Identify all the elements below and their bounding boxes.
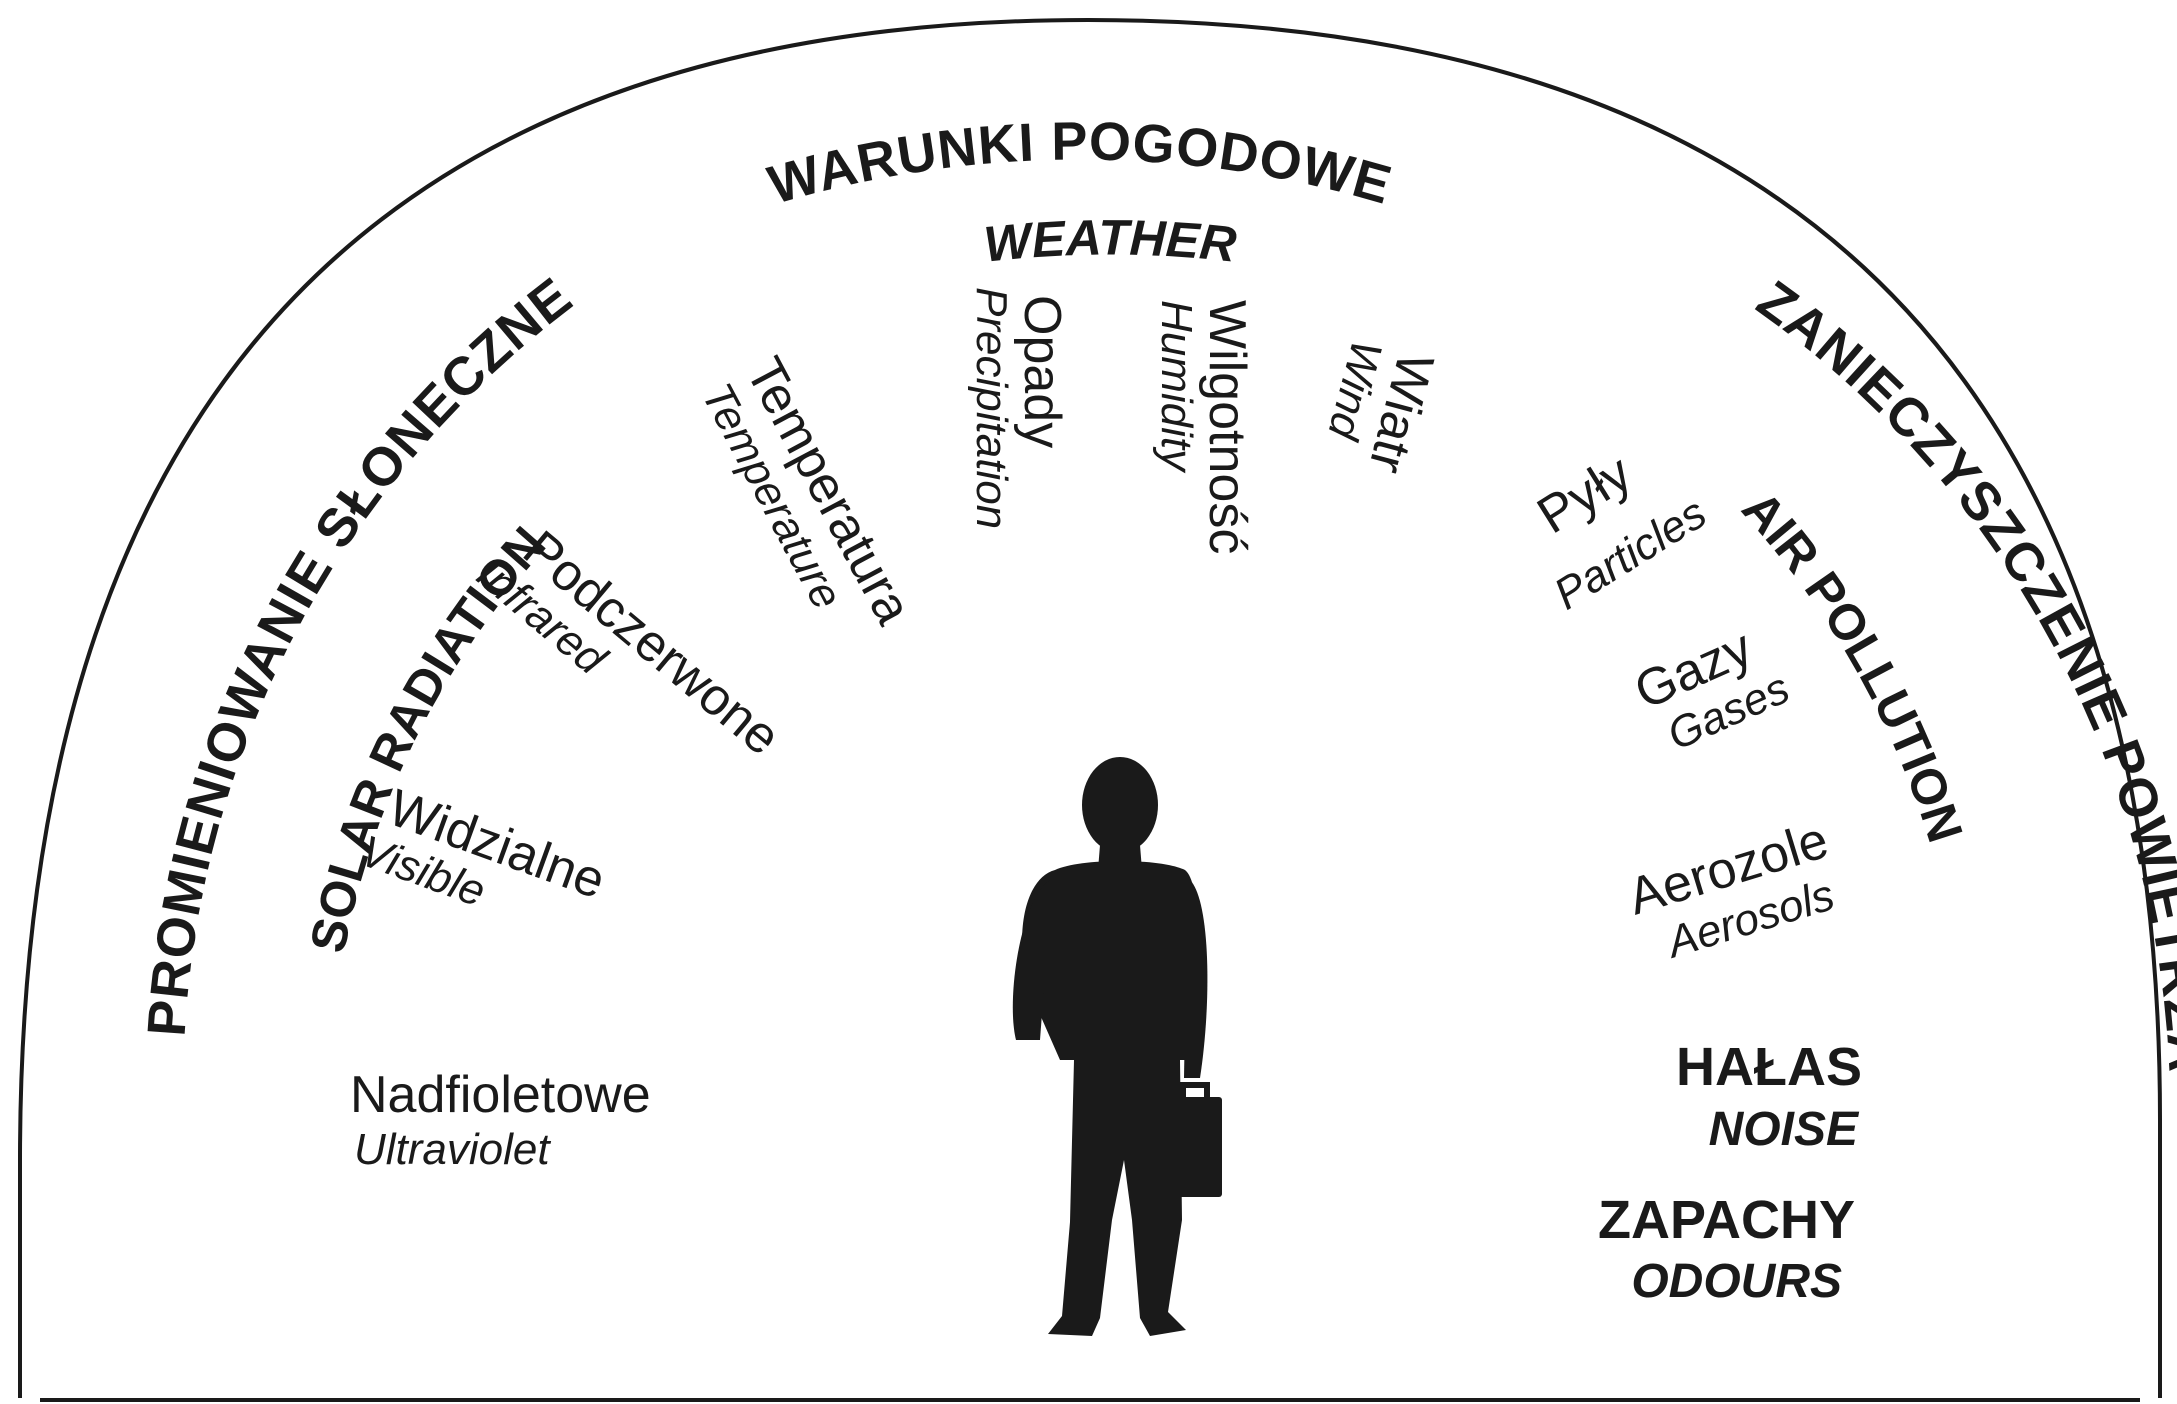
weather-item-en: Humidity <box>1152 300 1201 474</box>
factor-noise-en: NOISE <box>1709 1103 1860 1156</box>
solar-item-pl: Nadfioletowe <box>350 1066 651 1124</box>
person-silhouette-icon <box>1013 757 1222 1336</box>
factor-odours: ZAPACHY ODOURS <box>1598 1190 1855 1308</box>
weather-item-temperature: Temperatura Temperature <box>692 348 923 656</box>
weather-heading-en-path: WEATHER <box>981 210 1238 273</box>
weather-item-humidity: Wilgotność Humidity <box>1152 300 1256 554</box>
pollution-heading-pl: ZANIECZYSZCZENIE POWIETRZA <box>1746 269 2177 1074</box>
weather-item-pl: Opady <box>1013 295 1071 448</box>
pollution-item-gases: Gazy Gases <box>1626 611 1796 764</box>
pollution-heading-pl-path: ZANIECZYSZCZENIE POWIETRZA <box>1746 269 2177 1074</box>
factor-odours-pl: ZAPACHY <box>1598 1190 1855 1250</box>
weather-item-en: Precipitation <box>967 287 1016 529</box>
solar-item-visible: Widzialne Visible <box>354 775 613 954</box>
factor-odours-en: ODOURS <box>1631 1255 1842 1308</box>
weather-heading-pl: WARUNKI POGODOWE <box>762 111 1398 215</box>
pollution-heading-en-path: AIR POLLUTION <box>1731 480 1973 848</box>
weather-heading-pl-path: WARUNKI POGODOWE <box>762 111 1398 215</box>
solar-item-en: Ultraviolet <box>354 1125 551 1174</box>
solar-item-ultraviolet: Nadfioletowe Ultraviolet <box>350 1066 651 1174</box>
factor-noise-pl: HAŁAS <box>1676 1037 1862 1097</box>
weather-item-wind: Wiatr Wind <box>1313 335 1445 479</box>
factor-noise: HAŁAS NOISE <box>1676 1037 1862 1156</box>
weather-item-pl: Wilgotność <box>1198 300 1256 554</box>
weather-item-precipitation: Opady Precipitation <box>967 287 1071 529</box>
pollution-heading-en: AIR POLLUTION <box>1731 480 1973 848</box>
pollution-item-particles: Pyły Particles <box>1504 421 1715 619</box>
weather-heading-en: WEATHER <box>981 210 1238 273</box>
pollution-item-aerosols: Aerozole Aerosols <box>1622 811 1850 974</box>
